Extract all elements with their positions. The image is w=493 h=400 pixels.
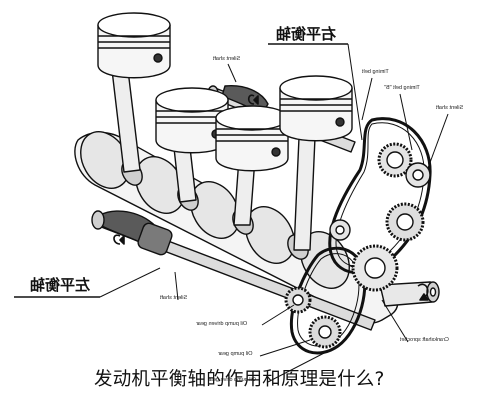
leader-lines — [14, 43, 449, 383]
gears — [284, 142, 431, 349]
timing-belt-b-label: Timing belt "B" — [384, 85, 420, 91]
silent-shaft-right-label: Silent shaft — [436, 105, 464, 111]
oil-pump-gear-label: Oil pump gear — [218, 351, 253, 357]
rotation-arrows — [113, 94, 429, 301]
silent-shaft-bottom-label: Silent shaft — [160, 295, 188, 301]
timing-belt-label: Timing belt — [362, 69, 389, 75]
right-balance-shaft-label: 右平衡轴 — [276, 25, 337, 43]
crankshaft-sprocket-label: Crankshaft sprocket — [400, 337, 449, 343]
pistons — [97, 12, 353, 172]
oil-pump-driven-gear-label: Oil pump driven gear — [196, 321, 248, 327]
silent-shaft-top-label: Silent shaft — [213, 56, 241, 62]
caption: 发动机平衡轴的作用和原理是什么? — [94, 369, 385, 390]
left-balance-shaft-label: 左平衡轴 — [30, 276, 91, 294]
